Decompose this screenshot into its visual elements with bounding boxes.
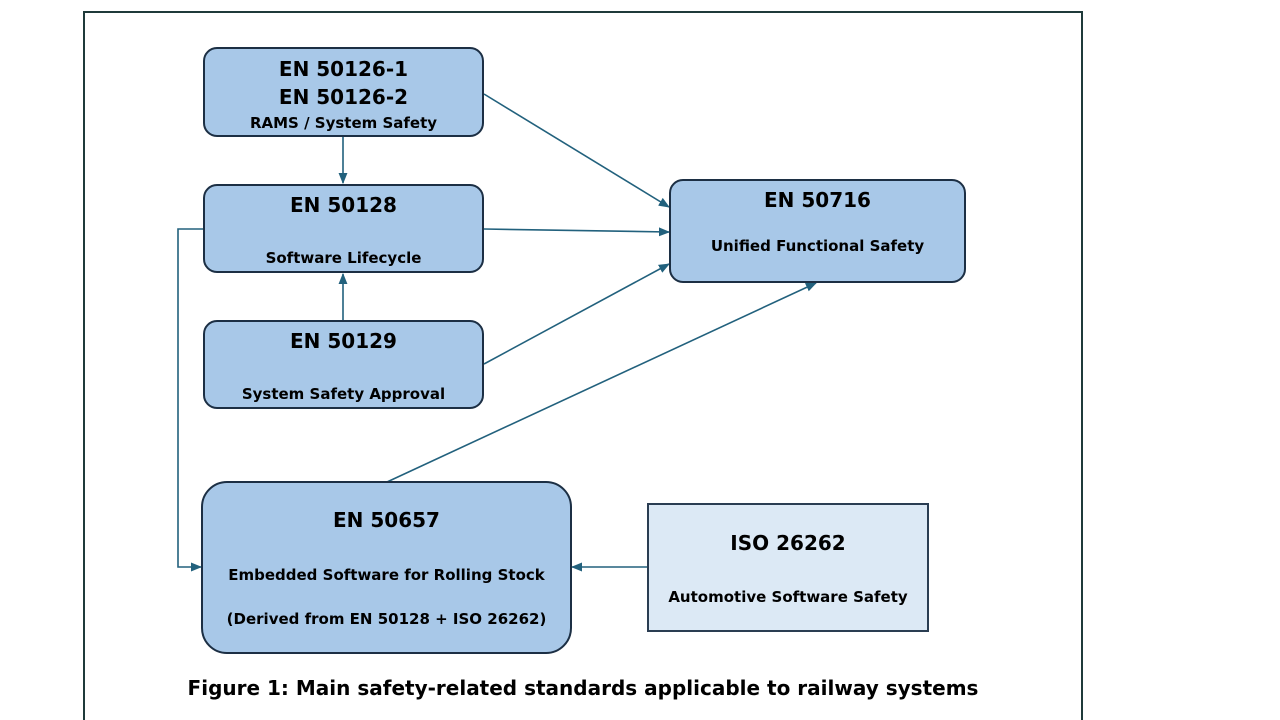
en50126-subtitle: RAMS / System Safety bbox=[249, 114, 438, 132]
en50128-title: EN 50128 bbox=[290, 193, 397, 217]
arrow-en50657-to-en50716 bbox=[386, 282, 818, 483]
en50716-subtitle: Unified Functional Safety bbox=[710, 237, 925, 255]
node-en50128: EN 50128 Software Lifecycle bbox=[203, 184, 484, 273]
node-en50129: EN 50129 System Safety Approval bbox=[203, 320, 484, 409]
en50126-line2: EN 50126-2 bbox=[278, 85, 409, 109]
node-iso26262: ISO 26262 Automotive Software Safety bbox=[647, 503, 929, 632]
arrow-en50126-to-en50716 bbox=[483, 93, 670, 208]
en50128-subtitle: Software Lifecycle bbox=[265, 249, 422, 267]
arrow-en50128-to-en50716 bbox=[483, 227, 671, 237]
arrow-en50129-to-en50716 bbox=[483, 263, 670, 365]
arrow-en50128-to-en50657 bbox=[177, 228, 203, 572]
iso26262-title: ISO 26262 bbox=[730, 531, 846, 555]
en50657-note: (Derived from EN 50128 + ISO 26262) bbox=[226, 610, 547, 628]
en50657-title: EN 50657 bbox=[333, 508, 440, 532]
en50126-line1: EN 50126-1 bbox=[278, 57, 409, 81]
iso26262-subtitle: Automotive Software Safety bbox=[668, 588, 908, 606]
node-en50716: EN 50716 Unified Functional Safety bbox=[669, 179, 966, 283]
node-en50126: EN 50126-1 EN 50126-2 RAMS / System Safe… bbox=[203, 47, 484, 137]
figure-caption: Figure 1: Main safety-related standards … bbox=[187, 676, 979, 700]
en50129-title: EN 50129 bbox=[290, 329, 397, 353]
en50129-subtitle: System Safety Approval bbox=[241, 385, 446, 403]
figure-frame bbox=[83, 11, 1083, 720]
node-en50657: EN 50657 Embedded Software for Rolling S… bbox=[201, 481, 572, 654]
en50657-subtitle: Embedded Software for Rolling Stock bbox=[228, 566, 545, 584]
en50716-title: EN 50716 bbox=[764, 188, 871, 212]
